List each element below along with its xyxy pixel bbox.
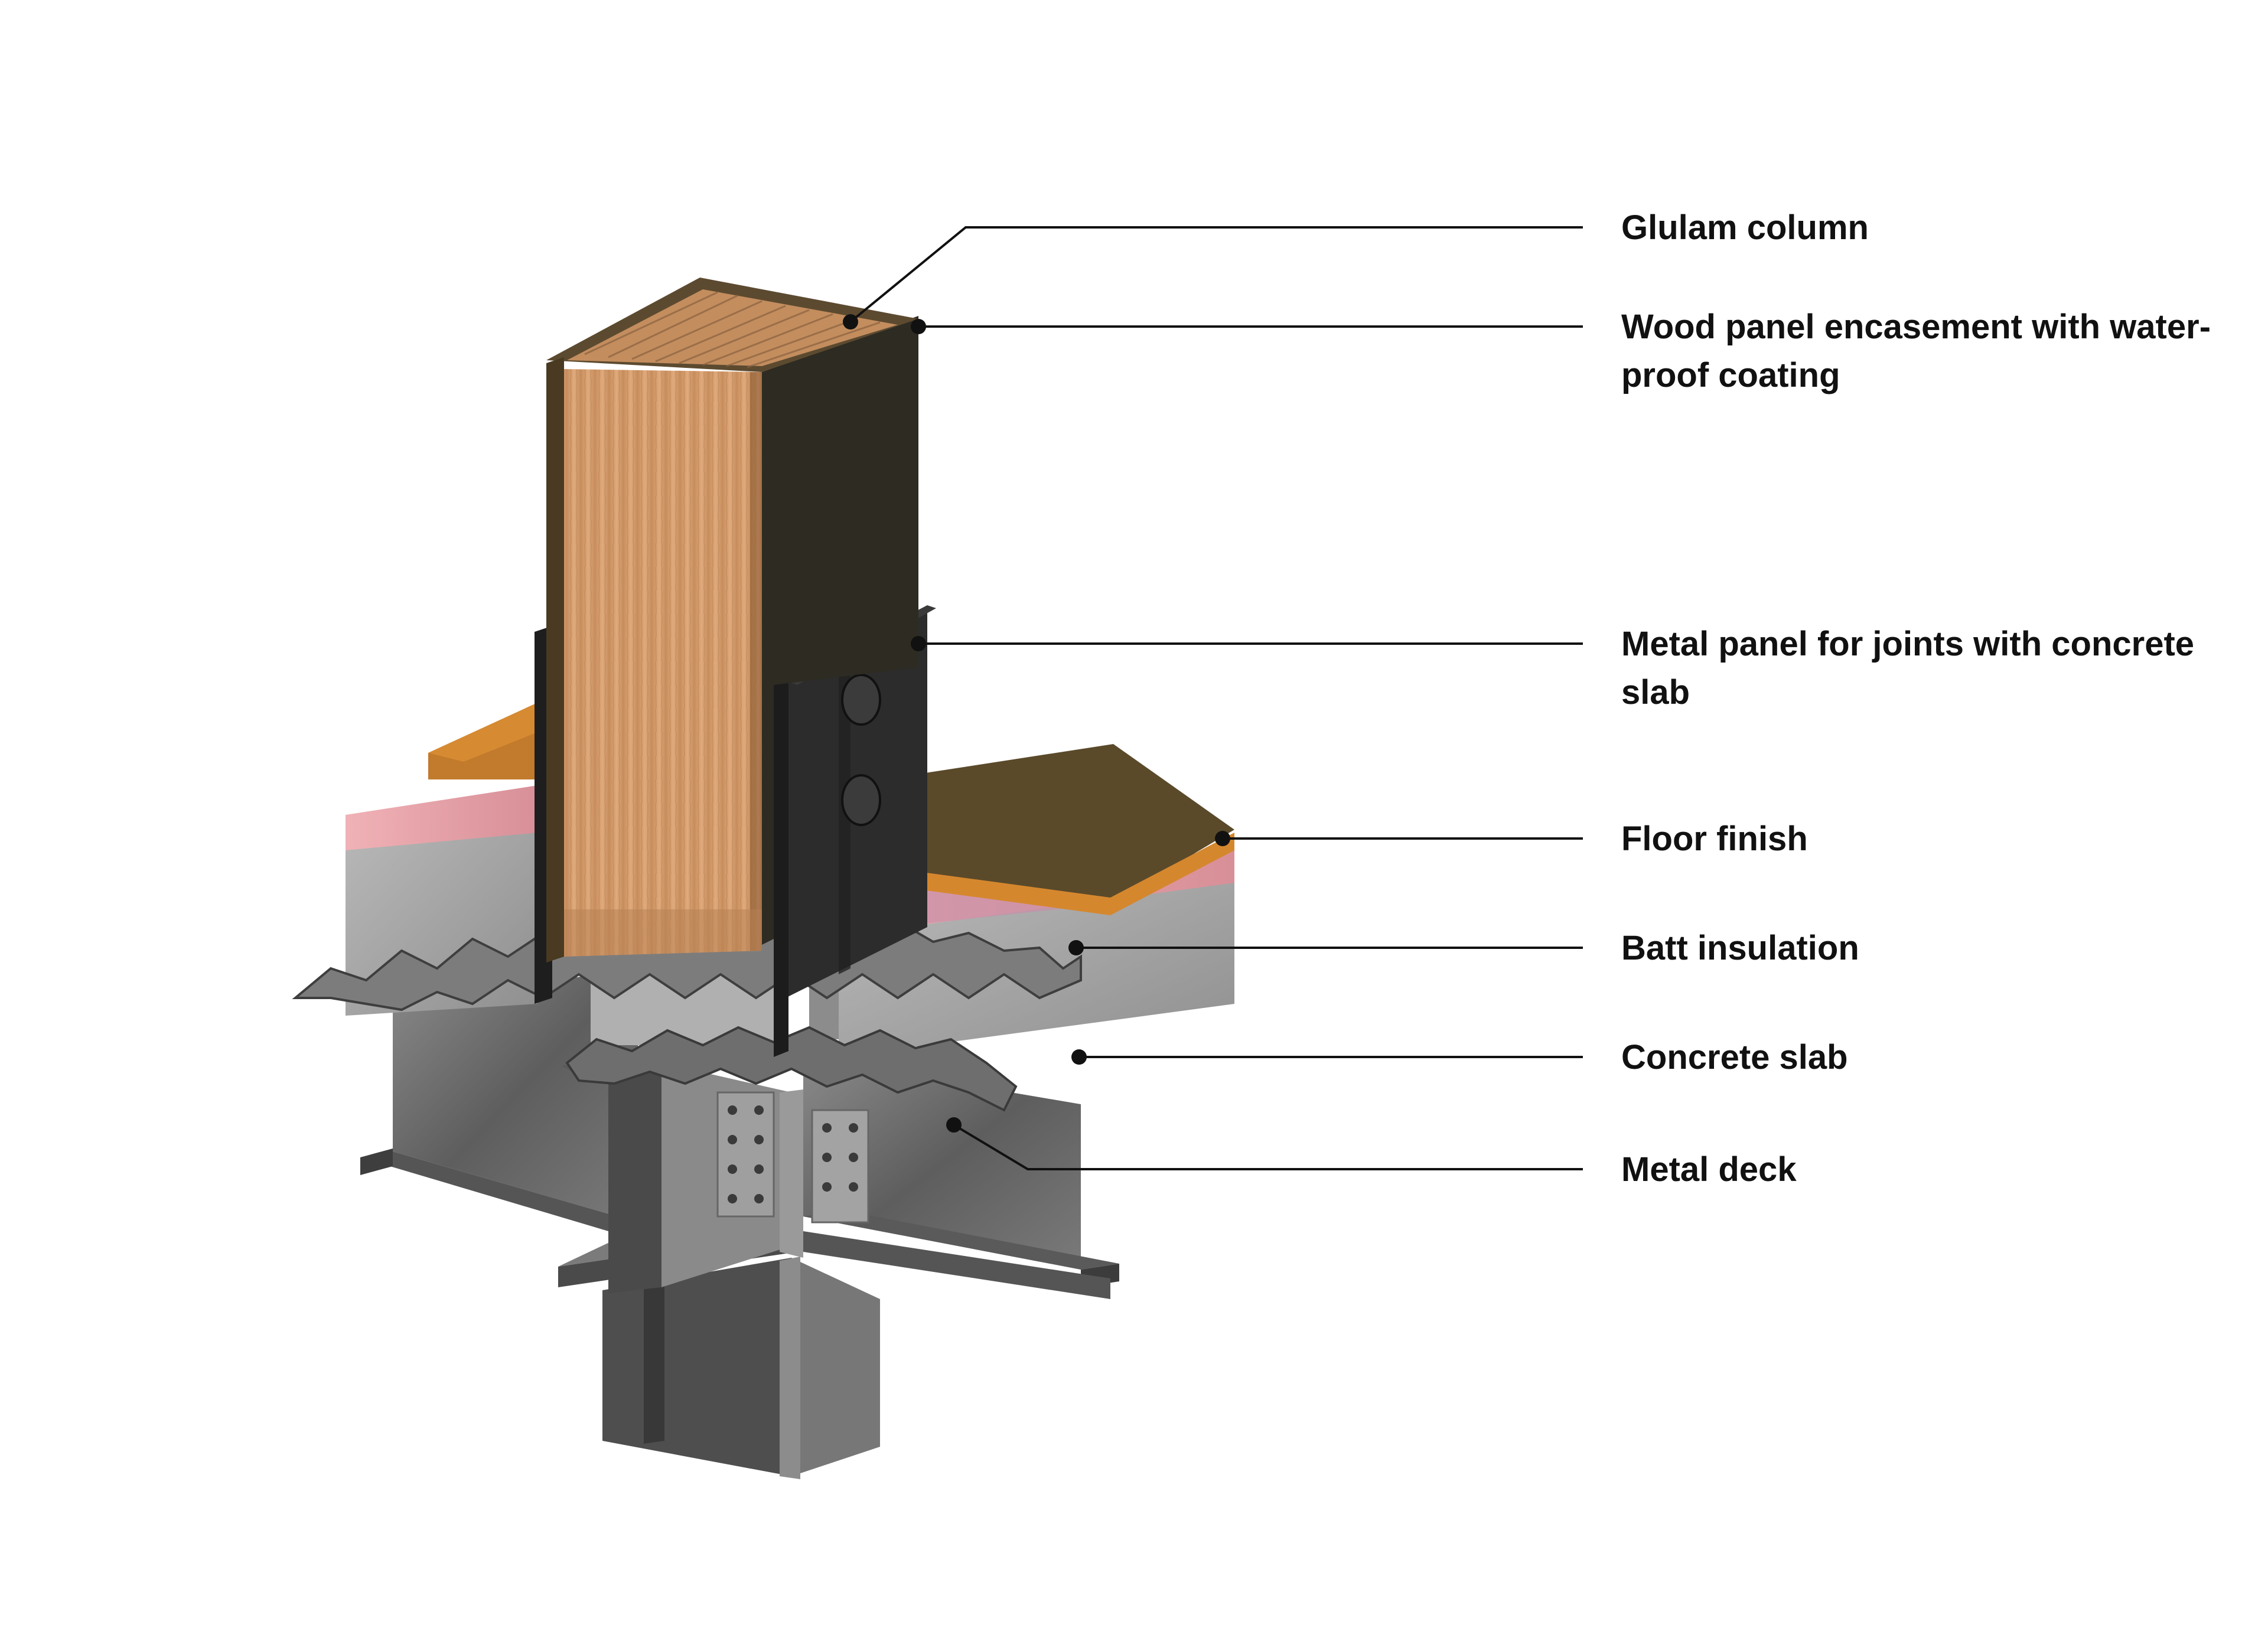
- leader-lines: [849, 226, 1583, 1170]
- steel-beam-left: [360, 968, 638, 1231]
- steel-column-lower: [602, 1257, 880, 1479]
- steel-beam-right: [803, 1057, 1119, 1287]
- label-metal-panel: Metal panel for joints with concrete sla…: [1621, 625, 2195, 712]
- leader-metal-deck: [953, 1124, 1583, 1170]
- label-wood-panel-encasement: Wood panel encasement with water- proof …: [1621, 308, 2211, 394]
- label-batt-insulation: Batt insulation: [1621, 929, 1859, 967]
- glulam-column: [546, 278, 918, 963]
- label-metal-deck: Metal deck: [1621, 1150, 1797, 1189]
- leader-glulam-column: [849, 226, 1583, 323]
- floor-finish-layer: [428, 703, 1234, 915]
- label-glulam-column: Glulam column: [1621, 208, 1869, 247]
- label-concrete-slab: Concrete slab: [1621, 1038, 1848, 1076]
- leader-dots: [843, 314, 1230, 1133]
- label-floor-finish: Floor finish: [1621, 820, 1808, 858]
- shear-tab-plates: [716, 1091, 869, 1224]
